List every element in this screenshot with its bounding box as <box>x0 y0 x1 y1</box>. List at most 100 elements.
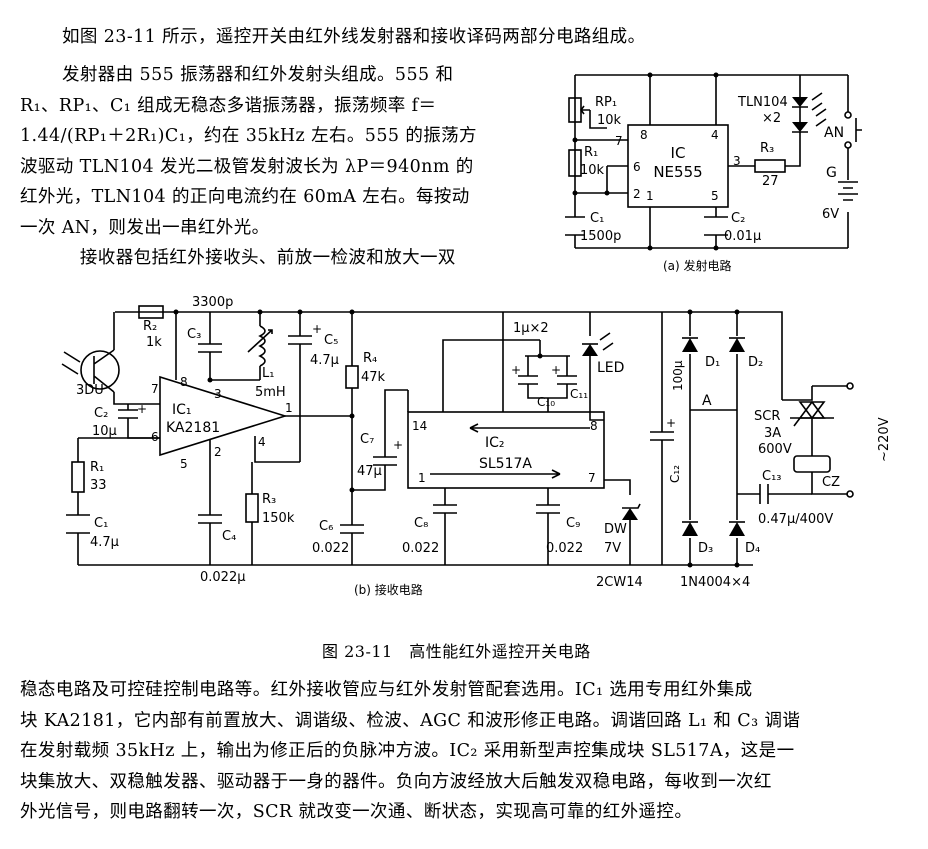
dw-label: DW <box>604 522 627 537</box>
c5-value: 4.7μ <box>310 353 339 368</box>
text-line: 1.44/(RP₁＋2R₁)C₁，约在 35kHz 左右。555 的振荡方 <box>20 126 477 146</box>
r2-label: R₂ <box>143 319 157 334</box>
c2-label: C₂ <box>731 211 745 226</box>
an-switch-icon <box>855 118 862 142</box>
pin-label: 7 <box>588 471 596 485</box>
ic2-label: IC₂ <box>485 435 505 451</box>
battery-label: G <box>826 165 837 181</box>
diode-model: 1N4004×4 <box>680 575 750 590</box>
led-label: TLN104 <box>737 95 788 110</box>
socket-label: CZ <box>822 475 840 490</box>
r1-label: R₁ <box>584 145 598 160</box>
pin-label: 5 <box>180 457 188 471</box>
r1-resistor <box>71 461 85 493</box>
c1-label: C₁ <box>94 516 108 531</box>
r1-value: 33 <box>90 478 107 493</box>
r3-value: 27 <box>762 174 779 189</box>
text-line: 块 KA2181，它内部有前置放大、调谐级、检波、AGC 和波形修正电路。调谐回… <box>20 710 801 731</box>
c3-value: 3300p <box>192 295 233 310</box>
bottom-paragraph: 稳态电路及可控硅控制电路等。红外接收管应与红外发射管配套选用。IC₁ 选用专用红… <box>20 675 800 828</box>
d2-label: D₂ <box>748 355 763 370</box>
r1-value: 10k <box>580 163 605 178</box>
sl517a-ic <box>407 411 605 489</box>
3du-label: 3DU <box>76 383 104 398</box>
c8-value: 0.022 <box>402 541 439 556</box>
text-line: 一次 AN，则发出一串红外光。 <box>20 217 270 238</box>
text-line: 接收器包括红外接收头、前放一检波和放大一双 <box>62 248 456 268</box>
text-line: 在发射载频 35kHz 上，输出为修正后的负脉冲方波。IC₂ 采用新型声控集成块… <box>20 741 795 761</box>
transmitter-circuit: RP₁ 10k R₁ 10k C₁ 1500p IC NE555 8 4 7 6… <box>565 72 862 273</box>
switch-label: AN <box>824 125 844 141</box>
c11-label: C₁₁ <box>570 387 588 401</box>
d3-label: D₃ <box>698 541 713 556</box>
c13-value: 0.47μ/400V <box>758 512 833 527</box>
led-count: ×2 <box>762 111 781 126</box>
l1-value: 5mH <box>255 385 286 400</box>
diode-d1-icon <box>682 338 698 352</box>
r1-label: R₁ <box>90 460 104 475</box>
3du-phototransistor <box>80 350 120 390</box>
r4-value: 47k <box>361 370 386 385</box>
terminal <box>846 490 854 498</box>
text-line: 块集放大、双稳触发器、驱动器于一身的器件。负向方波经放大后触发双稳电路，每收到一… <box>20 771 772 792</box>
svg-text:+: + <box>511 363 521 377</box>
diode-d2-icon <box>729 338 745 352</box>
r1-resistor <box>568 149 582 177</box>
switch-contact <box>844 141 852 149</box>
pin-label: 2 <box>214 445 222 459</box>
figure-caption: 图 23-11 高性能红外遥控开关电路 <box>322 642 591 661</box>
c1-label: C₁ <box>590 211 604 226</box>
pin-label: 14 <box>412 419 427 433</box>
receiver-circuit: 3DU R₂ 1k + C₂ 10μ R₁ 33 C₁ 4.7μ IC₁ KA2… <box>61 295 892 597</box>
pin-label: 8 <box>590 419 598 433</box>
pin-label: 1 <box>285 401 293 415</box>
d1-label: D₁ <box>705 355 720 370</box>
ir-led-icon <box>792 122 808 132</box>
c6-value: 0.022 <box>312 541 349 556</box>
text-line: 稳态电路及可控硅控制电路等。红外接收管应与红外发射管配套选用。IC₁ 选用专用红… <box>20 680 753 700</box>
c2-value: 10μ <box>92 424 117 439</box>
node-a-label: A <box>702 393 712 409</box>
c1-value: 1500p <box>580 229 621 244</box>
c5-label: C₅ <box>324 333 338 348</box>
ic-label: IC <box>671 144 686 162</box>
pin-label: 8 <box>640 128 648 142</box>
ic1-model: KA2181 <box>166 420 220 436</box>
svg-text:+: + <box>666 416 676 430</box>
r3-resistor <box>245 493 259 523</box>
c12-value: 100μ <box>671 360 685 391</box>
c4-label: C₄ <box>222 529 236 544</box>
diode-d3-icon <box>682 522 698 536</box>
c2-value: 0.01μ <box>724 229 761 244</box>
r3-label: R₃ <box>262 492 276 507</box>
c7-value: 47μ <box>357 464 382 479</box>
led-label: LED <box>597 360 624 376</box>
r4-label: R₄ <box>363 351 377 366</box>
rp1-value: 10k <box>597 113 622 128</box>
scr-icon <box>798 400 826 420</box>
terminal <box>846 382 854 390</box>
pin-label: 3 <box>733 154 741 168</box>
svg-text:+: + <box>312 322 322 336</box>
switch-contact <box>844 111 852 119</box>
pin-label: 1 <box>418 471 426 485</box>
pin-label: 8 <box>180 375 188 389</box>
c10-label: C₁₀ <box>537 395 555 409</box>
pin-label: 3 <box>214 387 222 401</box>
receiver-caption: (b) 接收电路 <box>354 582 423 597</box>
r2-value: 1k <box>146 335 162 350</box>
pin-label: 2 <box>633 187 641 201</box>
scr-label: SCR <box>754 409 780 424</box>
c3-label: C₃ <box>187 327 201 342</box>
zener-diode-icon <box>622 508 638 520</box>
dw-model: 2CW14 <box>596 575 643 590</box>
svg-text:+: + <box>393 438 403 452</box>
battery-value: 6V <box>822 207 839 222</box>
l1-label: L₁ <box>262 366 274 381</box>
r3-label: R₃ <box>760 141 774 156</box>
r3-value: 150k <box>262 511 295 526</box>
text-line: 发射器由 555 振荡器和红外发射头组成。555 和 <box>62 65 454 85</box>
scr-rating: 3A <box>764 426 781 441</box>
c7-label: C₇ <box>360 432 374 447</box>
c8-label: C₈ <box>414 516 428 531</box>
